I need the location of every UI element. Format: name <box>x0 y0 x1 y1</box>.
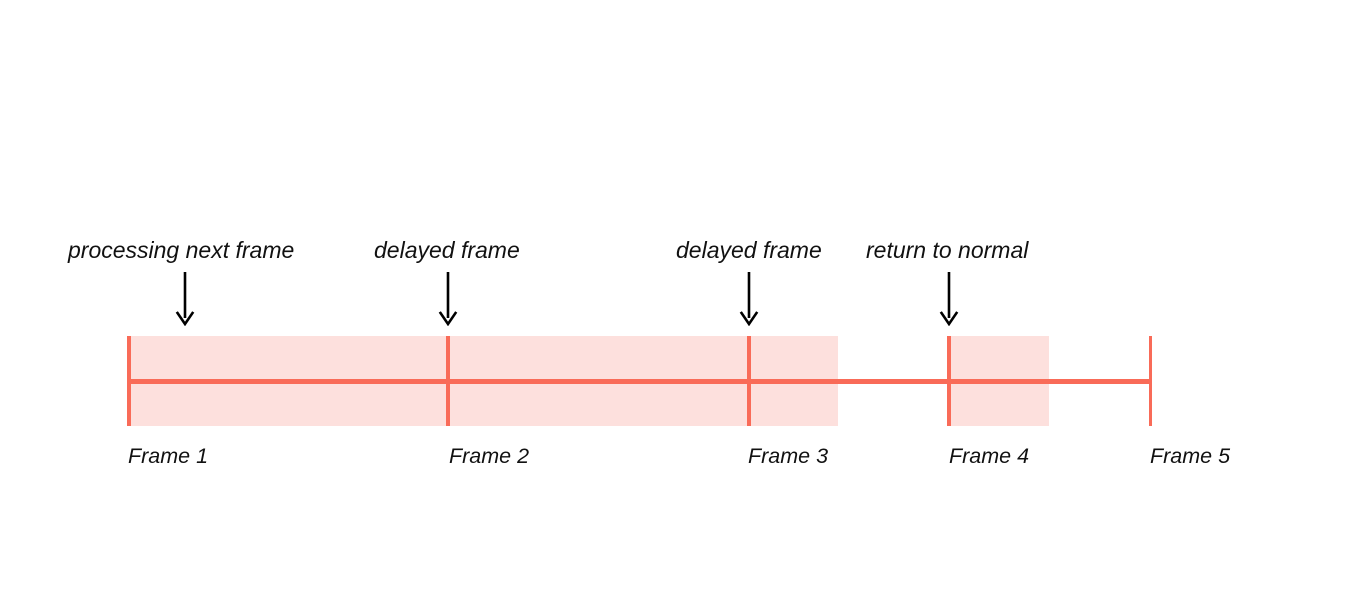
frame-2-tick <box>446 336 450 426</box>
frame-2-label: Frame 2 <box>449 444 530 468</box>
annotation-label-return-to-normal: return to normal <box>866 237 1029 263</box>
frame-4-label: Frame 4 <box>949 444 1030 468</box>
arrow-processing-next-frame <box>174 272 196 326</box>
frame-5-label: Frame 5 <box>1150 444 1231 468</box>
frame-3-label: Frame 3 <box>748 444 829 468</box>
annotation-label-delayed-frame-1: delayed frame <box>374 237 520 263</box>
arrow-delayed-frame-2 <box>738 272 760 326</box>
frame-3-tick <box>747 336 751 426</box>
arrow-return-to-normal <box>938 272 960 326</box>
arrow-delayed-frame-1 <box>437 272 459 326</box>
annotation-label-processing-next-frame: processing next frame <box>68 237 295 263</box>
annotation-label-delayed-frame-2: delayed frame <box>676 237 822 263</box>
frame-1-tick <box>127 336 131 426</box>
frame-1-label: Frame 1 <box>128 444 209 468</box>
timeline-axis-line <box>128 379 1152 384</box>
frame-5-tick <box>1149 336 1152 426</box>
frame-4-tick <box>947 336 951 426</box>
